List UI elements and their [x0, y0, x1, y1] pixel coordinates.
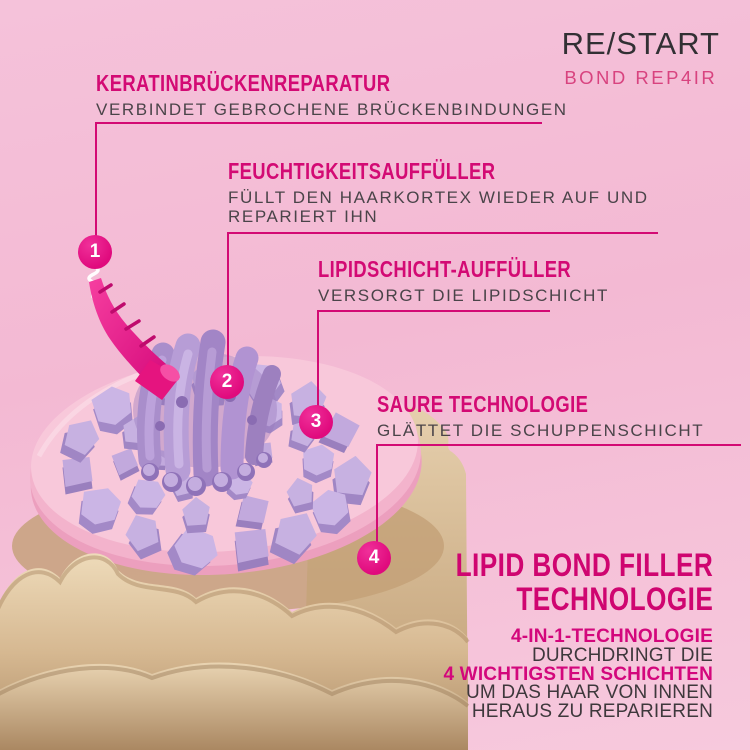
product-name: BOND REP4IR [564, 67, 718, 88]
marker-2: 2 [210, 365, 244, 399]
brand-logo: RE/START BOND REP4IR [562, 26, 720, 89]
marker-1: 1 [78, 235, 112, 269]
cuticle-layer-front [0, 553, 470, 750]
callout-line-1 [95, 122, 542, 238]
callout-moisture-filler: FEUCHTIGKEITSAUFFÜLLER FÜLLT DEN HAARKOR… [228, 158, 673, 226]
headline-block: LIPID BOND FILLER TECHNOLOGIE 4-IN-1-TEC… [399, 548, 713, 722]
callout-lipid-layer-filler: LIPIDSCHICHT-AUFFÜLLER VERSORGT DIE LIPI… [318, 256, 634, 305]
callout-description: VERSORGT DIE LIPIDSCHICHT [318, 286, 609, 305]
callout-description: GLÄTTET DIE SCHUPPENSCHICHT [377, 421, 705, 440]
summary-line: UM DAS HAAR VON INNEN [465, 682, 713, 704]
summary-line: 4 WICHTIGSTEN SCHICHTEN [443, 663, 713, 685]
callout-line-2 [227, 232, 658, 368]
marker-4: 4 [357, 541, 391, 575]
callout-title: SAURE TECHNOLOGIE [377, 391, 589, 417]
hair-cross-section-illustration [0, 264, 470, 750]
callout-title: LIPIDSCHICHT-AUFFÜLLER [318, 256, 572, 282]
marker-3: 3 [299, 405, 333, 439]
headline-line-2: TECHNOLOGIE [516, 581, 713, 617]
callout-title: KERATINBRÜCKENREPARATUR [96, 70, 391, 96]
summary-line: HERAUS ZU REPARIEREN [471, 701, 713, 723]
callout-line-3 [317, 310, 550, 408]
summary-line: DURCHDRINGT DIE [531, 644, 713, 666]
brand-name: RE/START [561, 26, 720, 61]
callout-description: FÜLLT DEN HAARKORTEX WIEDER AUF UND REPA… [228, 188, 649, 227]
bond-filler-strand [89, 278, 180, 400]
callout-description: VERBINDET GEBROCHENE BRÜCKENBINDUNGEN [96, 100, 568, 119]
summary-line: 4-IN-1-TECHNOLOGIE [510, 626, 713, 647]
headline-line-1: LIPID BOND FILLER [455, 547, 713, 583]
summary-block: 4-IN-1-TECHNOLOGIE DURCHDRINGT DIE 4 WIC… [399, 626, 713, 723]
callout-acidic-technology: SAURE TECHNOLOGIE GLÄTTET DIE SCHUPPENSC… [377, 391, 704, 440]
callout-keratin-bridge-repair: KERATINBRÜCKENREPARATUR VERBINDET GEBROC… [96, 70, 568, 119]
callout-title: FEUCHTIGKEITSAUFFÜLLER [228, 158, 496, 184]
callout-line-4 [376, 444, 741, 544]
